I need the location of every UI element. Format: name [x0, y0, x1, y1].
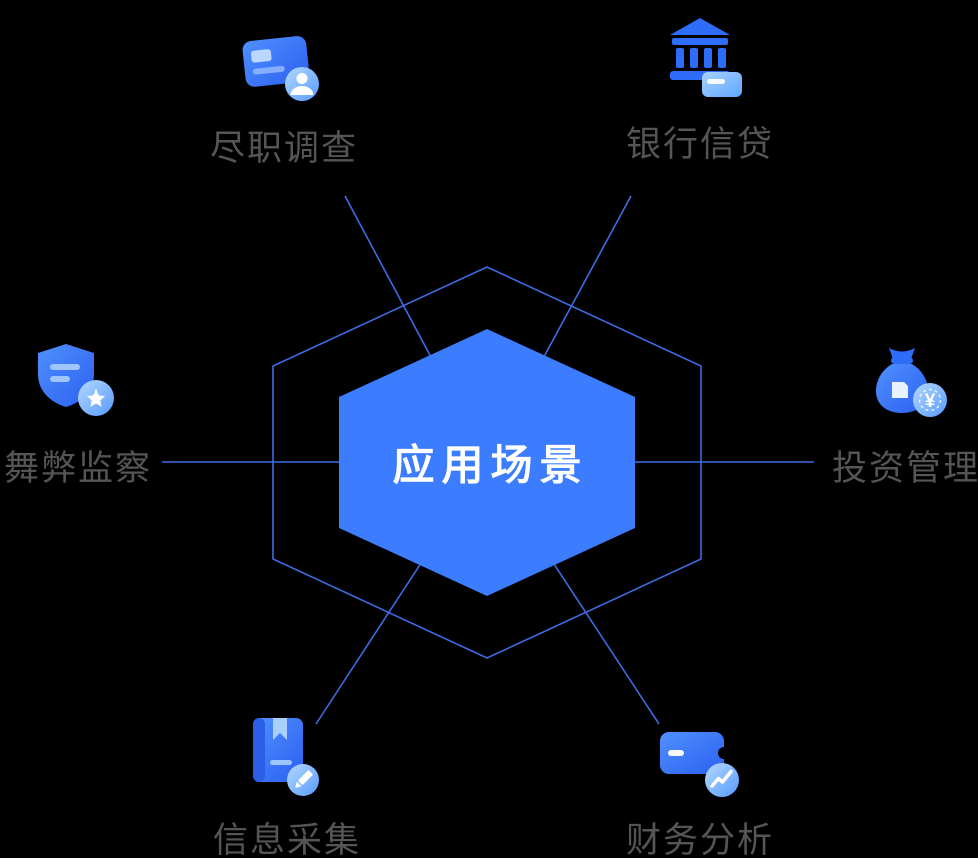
node-fraud-monitoring: 舞弊监察	[4, 336, 152, 491]
node-due-diligence: 尽职调查	[210, 16, 358, 171]
center-hexagon	[339, 329, 635, 596]
node-label-investment-management: 投资管理	[831, 449, 978, 488]
id-card-person-icon	[242, 36, 319, 101]
yen-glyph: ¥	[925, 391, 936, 412]
bank-card-icon	[669, 18, 742, 97]
node-label-due-diligence: 尽职调查	[209, 129, 359, 168]
node-label-bank-credit: 银行信贷	[625, 125, 775, 164]
money-bag-yen-icon: ¥	[875, 348, 947, 417]
node-investment-management: ¥ 投资管理	[832, 336, 978, 491]
node-information-collection: 信息采集	[213, 708, 361, 858]
outer-hexagon-outline	[272, 266, 702, 659]
shield-star-icon	[37, 344, 114, 416]
card-chart-icon	[659, 732, 739, 797]
center-hexagon-title: 应用场景	[392, 441, 589, 489]
node-bank-credit: 银行信贷	[626, 12, 774, 167]
node-label-information-collection: 信息采集	[212, 821, 362, 858]
node-label-financial-analysis: 财务分析	[625, 821, 775, 858]
book-pencil-icon	[252, 718, 319, 796]
node-label-fraud-monitoring: 舞弊监察	[3, 449, 153, 488]
node-financial-analysis: 财务分析	[626, 708, 774, 858]
